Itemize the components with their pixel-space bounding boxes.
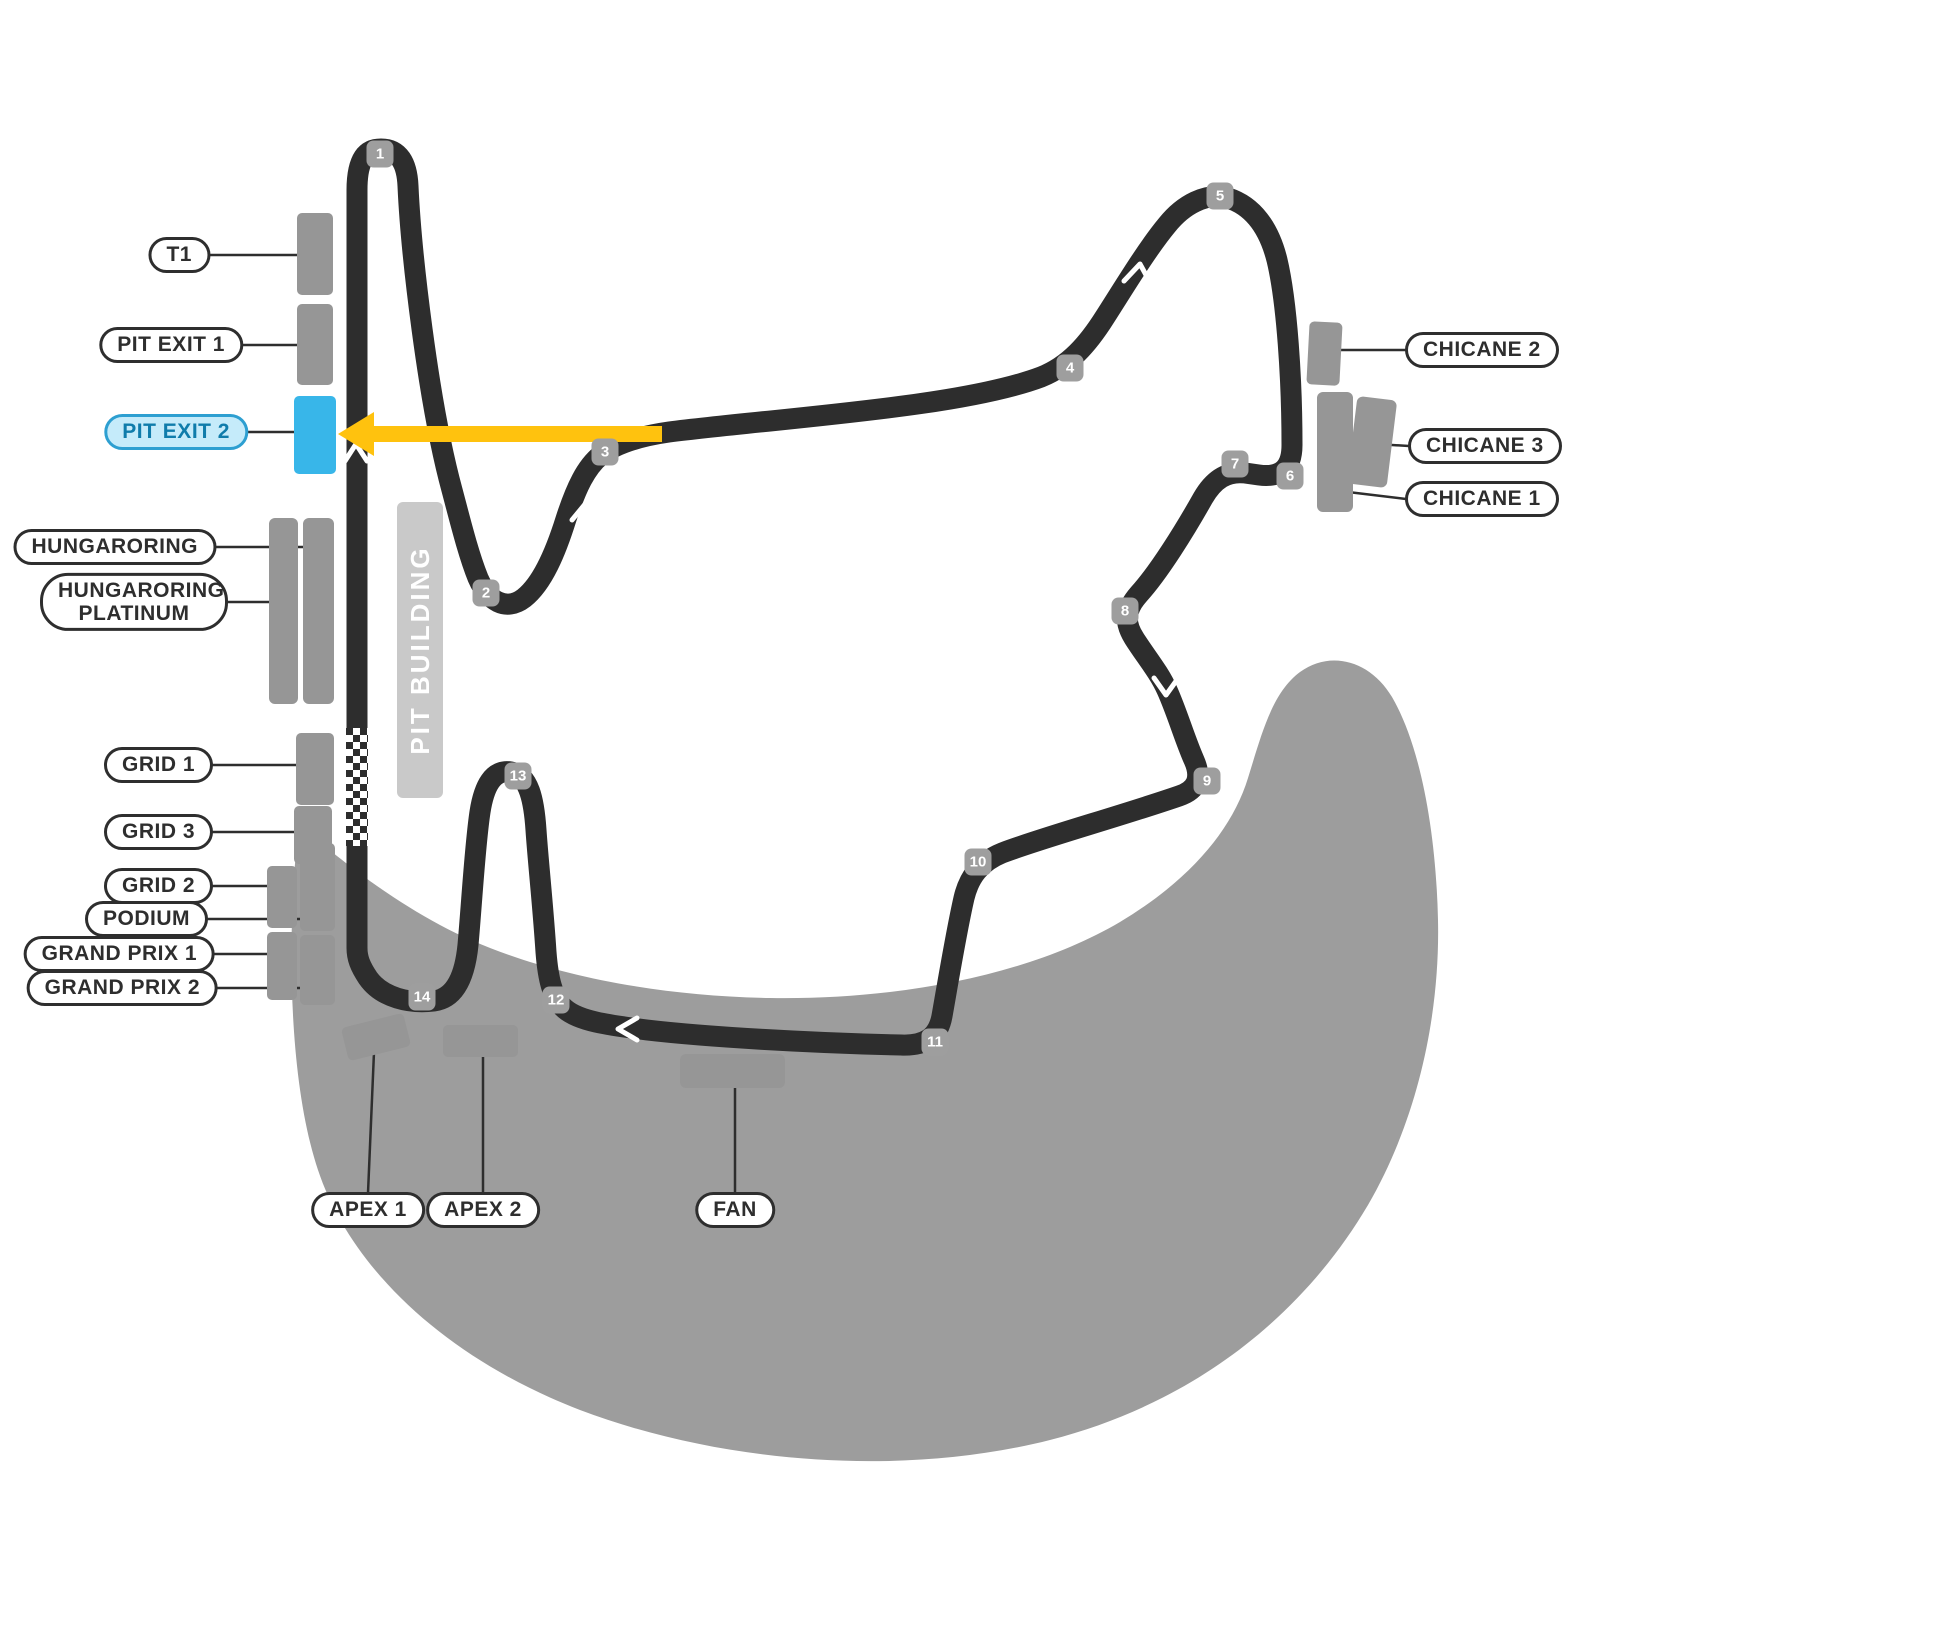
turn-badge-8: 8 xyxy=(1111,597,1139,625)
turn-badge-2: 2 xyxy=(472,579,500,607)
stand-apex-1[interactable] xyxy=(341,1013,411,1061)
grandstands xyxy=(267,213,1397,1088)
stand-pit-exit-2[interactable] xyxy=(294,396,336,474)
label-chicane-1[interactable]: CHICANE 1 xyxy=(1405,481,1559,517)
label-hungaroring[interactable]: HUNGARORING xyxy=(13,529,216,565)
label-apex-1[interactable]: APEX 1 xyxy=(311,1192,425,1228)
general-admission-area xyxy=(291,660,1439,1462)
label-pit-exit-1[interactable]: PIT EXIT 1 xyxy=(99,327,243,363)
stand-hungaroring-platinum[interactable] xyxy=(303,518,334,704)
stand-chicane-2[interactable] xyxy=(1306,321,1343,386)
label-chicane-3[interactable]: CHICANE 3 xyxy=(1408,428,1562,464)
stand-podium[interactable] xyxy=(300,843,335,931)
turn-badge-9: 9 xyxy=(1193,767,1221,795)
stand-chicane-3-a[interactable] xyxy=(1317,392,1353,512)
label-apex-2[interactable]: APEX 2 xyxy=(426,1192,540,1228)
label-grand-prix-1[interactable]: GRAND PRIX 1 xyxy=(23,936,215,972)
pit-exit-arrow-icon xyxy=(338,412,662,456)
label-chicane-2[interactable]: CHICANE 2 xyxy=(1405,332,1559,368)
direction-chevrons xyxy=(342,261,1182,1043)
start-finish-checker xyxy=(346,728,368,846)
label-fan[interactable]: FAN xyxy=(695,1192,775,1228)
label-grid-2[interactable]: GRID 2 xyxy=(103,868,213,904)
track-outline xyxy=(346,138,1303,1056)
pit-building-label: PIT BUILDING xyxy=(405,545,435,754)
stand-grand-prix-2[interactable] xyxy=(300,935,335,1005)
leader-line-chicane-1 xyxy=(1347,490,1407,501)
label-grid-1[interactable]: GRID 1 xyxy=(103,747,213,783)
stand-chicane-3-b[interactable] xyxy=(1347,396,1397,488)
turn-badge-14: 14 xyxy=(408,983,436,1011)
leader-line-apex-1 xyxy=(366,1051,376,1194)
turn-badge-5: 5 xyxy=(1206,182,1234,210)
turn-badge-13: 13 xyxy=(504,762,532,790)
label-podium[interactable]: PODIUM xyxy=(85,901,208,937)
label-pit-exit-2[interactable]: PIT EXIT 2 xyxy=(104,414,248,450)
label-t1[interactable]: T1 xyxy=(148,237,210,273)
label-hungaroring-platinum[interactable]: HUNGARORING PLATINUM xyxy=(40,572,228,632)
direction-chevron-icon xyxy=(1151,674,1182,698)
stand-hungaroring[interactable] xyxy=(269,518,298,704)
stand-apex-2[interactable] xyxy=(443,1025,518,1057)
direction-chevron-icon xyxy=(615,1015,640,1043)
stand-grid-2[interactable] xyxy=(267,866,297,928)
turn-badge-4: 4 xyxy=(1056,354,1084,382)
turn-badge-10: 10 xyxy=(964,848,992,876)
stand-pit-exit-1[interactable] xyxy=(297,304,333,385)
label-grid-3[interactable]: GRID 3 xyxy=(103,814,213,850)
direction-chevron-icon xyxy=(569,500,602,524)
turn-badge-6: 6 xyxy=(1276,462,1304,490)
stand-t1[interactable] xyxy=(297,213,333,295)
label-grand-prix-2[interactable]: GRAND PRIX 2 xyxy=(26,970,218,1006)
pit-building xyxy=(397,502,443,798)
turn-badge-7: 7 xyxy=(1221,450,1249,478)
turn-badge-12: 12 xyxy=(542,986,570,1014)
stand-fan[interactable] xyxy=(680,1054,785,1088)
turn-badge-11: 11 xyxy=(921,1028,949,1056)
turn-badge-3: 3 xyxy=(591,438,619,466)
turn-badge-1: 1 xyxy=(366,140,394,168)
direction-chevron-icon xyxy=(1121,261,1154,287)
stand-grand-prix-1[interactable] xyxy=(267,932,297,1000)
stand-grid-1[interactable] xyxy=(296,733,334,805)
